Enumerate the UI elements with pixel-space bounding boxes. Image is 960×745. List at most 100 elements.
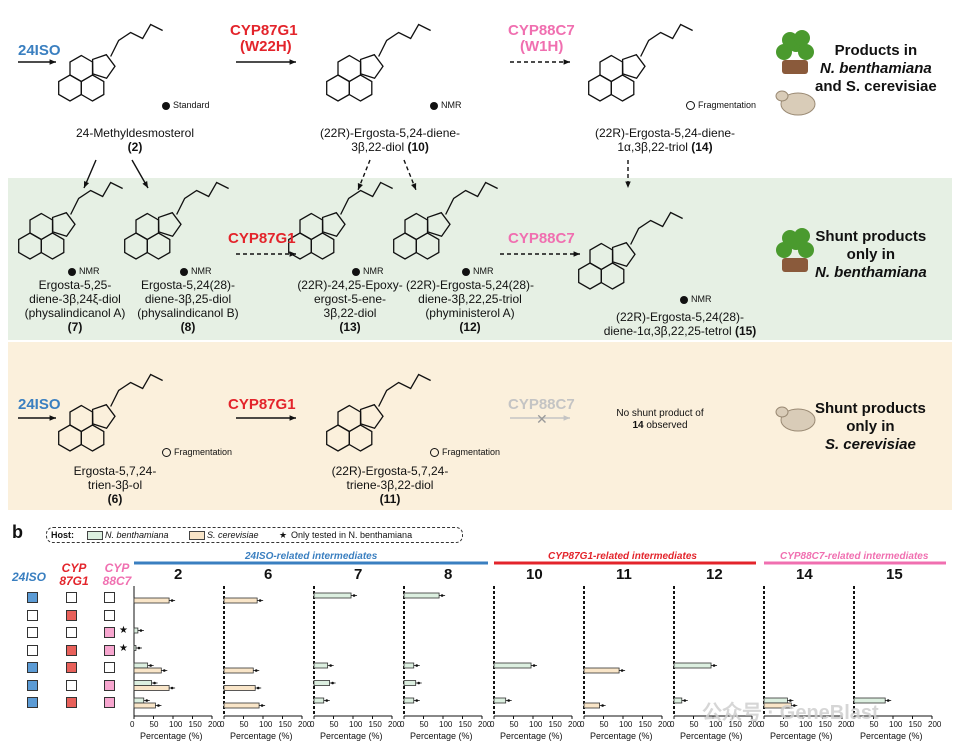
datapoint-6-sc-row5 — [254, 669, 258, 672]
tick-label-14-100: 100 — [799, 720, 813, 729]
tick-label-10-0: 0 — [490, 720, 495, 729]
compound-12-line3: (phyministerol A) — [425, 306, 515, 320]
tick-label-2-0: 0 — [130, 720, 135, 729]
yeast-icon-row3-cell — [780, 408, 816, 432]
tick-label-2-50: 50 — [149, 720, 159, 729]
tick-label-8-50: 50 — [419, 720, 429, 729]
arrow-cyp88-row2-head — [573, 251, 580, 257]
datapoint-11-sc-row5 — [620, 669, 624, 672]
genotype-cell-iso-row7 — [27, 697, 38, 708]
datapoint-8-nb-row7 — [415, 699, 419, 702]
bar-2-nb2-row3 — [133, 627, 139, 634]
star-icon-row4: ★ — [119, 642, 128, 654]
genotype-cell-cyp87-row4 — [66, 644, 77, 656]
tick-label-10-50: 50 — [509, 720, 519, 729]
struct-7-side-chain — [70, 181, 123, 215]
compound-8-line3: (physalindicanol B) — [137, 306, 239, 320]
struct-14-ring-d — [621, 53, 646, 79]
datapoint-10-nb-row5 — [532, 664, 536, 667]
tick-label-14-150: 150 — [818, 720, 832, 729]
tick-label-8-0: 0 — [400, 720, 405, 729]
tick-label-2-200: 200 — [208, 720, 222, 729]
host-legend: Host: N. benthamiana S. cerevisiae ★ Onl… — [46, 527, 463, 543]
genotype-cell-iso-row1 — [27, 592, 38, 603]
genotype-cell-cyp87-row1 — [66, 592, 77, 603]
compound-7-line3: (physalindicanol A) — [24, 306, 126, 320]
bar-2-nb2-row4 — [133, 645, 137, 651]
legend-nb-label: N. benthamiana — [105, 530, 169, 540]
tick-label-12-150: 150 — [728, 720, 742, 729]
star-icon-row3: ★ — [119, 625, 128, 636]
bar-2-sc-row1 — [133, 597, 170, 604]
plant-icon-row1-leaf-2 — [798, 44, 814, 60]
blocked-x-icon: ✕ — [536, 411, 548, 427]
compound-6-line1: Ergosta-5,7,24- — [73, 464, 157, 478]
genotype-cell-iso-row3 — [27, 627, 38, 638]
header-cyp87: CYP87G1-related intermediates — [548, 551, 697, 562]
compound-2-number: (2) — [127, 140, 143, 154]
yeast-icon-row1-bud — [775, 90, 789, 102]
compound-14-line1: (22R)-Ergosta-5,24-diene- — [594, 126, 736, 140]
tick-label-6-0: 0 — [220, 720, 225, 729]
genotype-cell-cyp88-row2 — [104, 609, 115, 621]
arrow-2-to-8-head — [142, 181, 148, 188]
header-cyp88: CYP88C7-related intermediates — [780, 551, 929, 562]
bar-7-nb-row7 — [313, 697, 325, 704]
x-axis-label-6: Percentage (%) — [230, 731, 293, 741]
compound-12-line2: diene-3β,22,25-triol — [418, 292, 522, 306]
plant-icon-row1-leaf-0 — [776, 44, 792, 60]
datapoint-7-nb-row6 — [331, 681, 334, 685]
bar-2-sc2-row6 — [133, 685, 170, 691]
gene-col-iso: 24ISO — [12, 570, 47, 584]
struct-8-ring-d — [157, 211, 182, 237]
tick-label-7-200: 200 — [388, 720, 402, 729]
datapoint-6-sc-row7 — [260, 704, 264, 707]
genotype-cell-cyp88-row5 — [104, 662, 115, 673]
datapoint-2-sc2-row7 — [157, 704, 160, 707]
compound-label-8: 8 — [444, 566, 453, 583]
watermark: 公众号 · GeneBlast — [702, 702, 879, 724]
bar-2-nb2-row6 — [133, 680, 152, 686]
x-axis-label-8: Percentage (%) — [410, 731, 473, 741]
compound-8-line2: diene-3β,25-diol — [144, 292, 232, 306]
compound-6-number: (6) — [107, 492, 123, 506]
datapoint-8-nb-row1 — [440, 594, 444, 597]
plant-icon-row1-leaf-4 — [794, 30, 810, 46]
genotype-cell-cyp88-row6 — [104, 679, 115, 691]
tick-label-6-200: 200 — [298, 720, 312, 729]
bar-7-nb-row5 — [313, 662, 329, 669]
enzyme-cyp88-row3: CYP88C7 — [508, 396, 575, 413]
arrow-10-to-13-head — [357, 183, 363, 190]
compound-label-7: 7 — [354, 566, 363, 583]
compound-6-line2: trien-3β-ol — [87, 478, 143, 492]
tick-label-11-0: 0 — [580, 720, 585, 729]
tick-label-11-50: 50 — [599, 720, 609, 729]
compound-15-line2: diene-1α,3β,22,25-tetrol (15) — [603, 324, 757, 338]
tick-label-12-0: 0 — [670, 720, 675, 729]
arrow-iso-row1-head — [49, 59, 56, 65]
tick-label-6-150: 150 — [278, 720, 292, 729]
datapoint-2-nb2-row6 — [153, 681, 156, 685]
datapoint-2-nb2-row3 — [139, 629, 143, 632]
compound-label-2: 2 — [174, 566, 183, 583]
datapoint-10-nb-row7 — [507, 699, 511, 702]
struct-8-side-chain — [176, 181, 229, 215]
datapoint-2-nb2-row4 — [137, 646, 141, 650]
tick-label-6-50: 50 — [239, 720, 249, 729]
datapoint-6-sc-row1 — [258, 599, 262, 602]
struct-15-ring-d — [611, 241, 636, 267]
tick-label-7-50: 50 — [329, 720, 339, 729]
bar-8-nb-row6 — [403, 680, 417, 686]
compound-label-10: 10 — [526, 566, 543, 583]
tick-label-12-100: 100 — [709, 720, 723, 729]
tick-label-8-150: 150 — [458, 720, 472, 729]
products-row2: Shunt products only in N. benthamiana — [815, 228, 927, 281]
datapoint-6-sc-row6 — [256, 686, 260, 690]
genotype-cell-cyp87-row5 — [66, 662, 77, 673]
filled-dot-icon — [430, 101, 438, 110]
tick-label-8-100: 100 — [439, 720, 453, 729]
datapoint-8-nb-row6 — [417, 681, 421, 685]
struct-12-side-chain — [445, 181, 498, 215]
enzyme-cyp87-row3: CYP87G1 — [228, 396, 296, 413]
genotype-cell-iso-row6 — [27, 679, 38, 691]
